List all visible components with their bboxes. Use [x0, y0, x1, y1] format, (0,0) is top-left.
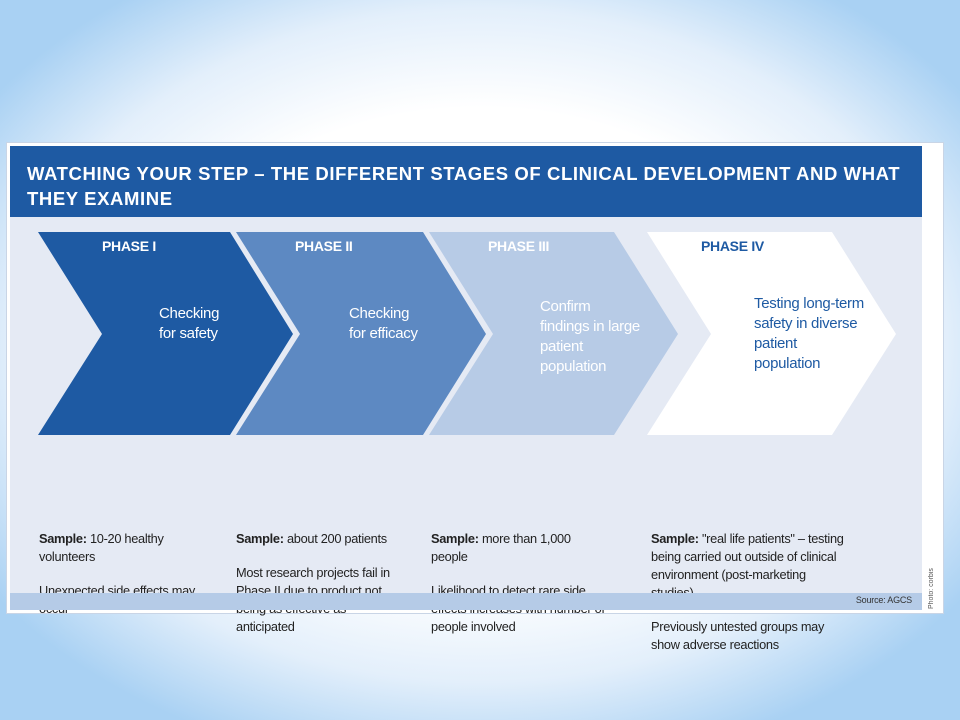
phase-4-note: Previously untested groups may show adve…	[651, 619, 825, 652]
phase-1-sample: Sample: 10-20 healthy volunteers	[39, 531, 164, 564]
phase-4-description: Sample: "real life patients" – testing b…	[651, 530, 851, 654]
phase-3-label: PHASE III	[488, 238, 550, 254]
phase-3-chevron	[429, 232, 678, 435]
figure-title: WATCHING YOUR STEP – THE DIFFERENT STAGE…	[27, 163, 901, 209]
source-note: Source: AGCS	[855, 595, 912, 605]
phase-2-chevron	[236, 232, 486, 435]
footer-bar: Source: AGCS	[10, 593, 922, 610]
phase-2-description: Sample: about 200 patients Most research…	[236, 530, 401, 636]
phase-1-chevron	[38, 232, 293, 435]
chevrons	[38, 232, 896, 435]
phase-2-goal: Checking for efficacy	[349, 305, 418, 342]
phase-4-label: PHASE IV	[701, 238, 764, 254]
phase-2-label: PHASE II	[295, 238, 353, 254]
title-banner: WATCHING YOUR STEP – THE DIFFERENT STAGE…	[10, 146, 922, 217]
phase-1-label: PHASE I	[102, 238, 156, 254]
phase-1-goal: Checking for safety	[159, 305, 220, 342]
phase-4-sample: Sample: "real life patients" – testing b…	[651, 531, 844, 600]
phase-3-goal: Confirm findings in large patient popula…	[540, 298, 640, 375]
clinical-stages-figure: WATCHING YOUR STEP – THE DIFFERENT STAGE…	[6, 142, 944, 652]
phase-4-chevron	[647, 232, 896, 435]
phases-panel: PHASE I PHASE II PHASE III PHASE IV Chec…	[10, 217, 922, 652]
phase-2-sample: Sample: about 200 patients	[236, 531, 387, 546]
photo-credit: Photo: corbis	[928, 568, 935, 609]
phase-4-goal: Testing long-term safety in diverse pati…	[754, 295, 864, 372]
phase-3-sample: Sample: more than 1,000 people	[431, 531, 571, 564]
phase-3-description: Sample: more than 1,000 people Likelihoo…	[431, 530, 606, 636]
